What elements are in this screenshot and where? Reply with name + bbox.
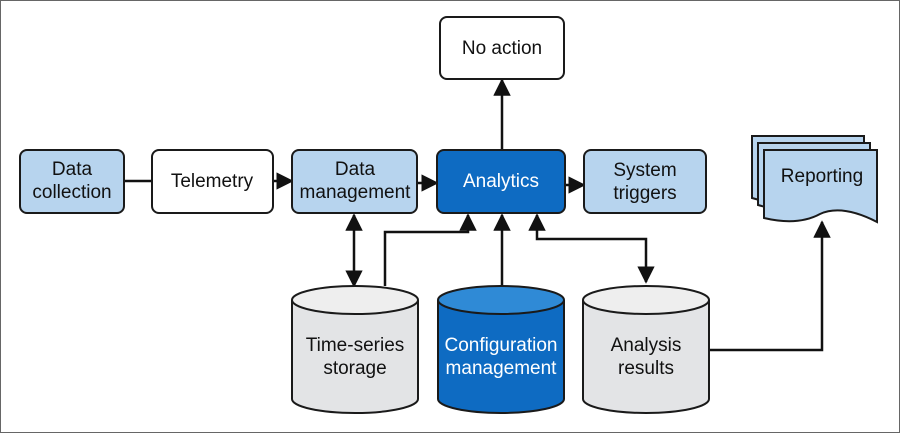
analysis-results-label-line-2: results <box>618 358 674 379</box>
analysis-results-top <box>582 285 710 315</box>
reporting-document-front <box>763 149 878 224</box>
data-collection-label-line-1: Data <box>52 159 93 180</box>
node-configuration-management: Configuration management <box>437 285 565 414</box>
no-action-box <box>439 16 565 80</box>
configuration-management-top <box>437 285 565 315</box>
data-management-label-line-2: management <box>300 182 412 203</box>
time-series-storage-top <box>291 285 419 315</box>
data-management-box <box>291 149 418 214</box>
edge-results-to-reporting <box>710 220 831 352</box>
configuration-management-label-line-2: management <box>446 358 558 379</box>
data-collection-label-line-2: collection <box>32 182 111 203</box>
configuration-management-label-line-1: Configuration <box>444 335 557 356</box>
node-reporting: Reporting <box>751 135 878 224</box>
system-triggers-box <box>583 149 707 214</box>
edge-storage-to-analytics <box>383 213 477 286</box>
node-analysis-results: Analysis results <box>582 285 710 414</box>
telemetry-box <box>151 149 274 214</box>
data-collection-box <box>19 149 125 214</box>
node-data-management: Data management <box>291 149 418 214</box>
system-triggers-label-line-2: triggers <box>613 183 676 204</box>
time-series-storage-label-line-1: Time-series <box>306 335 405 356</box>
time-series-storage-body <box>291 300 419 414</box>
node-system-triggers: System triggers <box>583 149 707 214</box>
reporting-label: Reporting <box>781 166 863 187</box>
no-action-label: No action <box>462 38 542 59</box>
system-triggers-label-line-1: System <box>613 160 676 181</box>
node-data-collection: Data collection <box>19 149 125 214</box>
analysis-results-label-line-1: Analysis <box>611 335 682 356</box>
node-telemetry: Telemetry <box>151 149 274 214</box>
data-management-label-line-1: Data <box>335 159 376 180</box>
analysis-results-body <box>582 300 710 414</box>
time-series-storage-label-line-2: storage <box>323 358 386 379</box>
node-no-action: No action <box>439 16 565 80</box>
node-time-series-storage: Time-series storage <box>291 285 419 414</box>
node-analytics: Analytics <box>436 149 566 214</box>
analytics-label: Analytics <box>463 171 539 192</box>
telemetry-label: Telemetry <box>171 171 254 192</box>
edge-analytics-analysis-results <box>528 213 655 284</box>
configuration-management-body <box>437 300 565 414</box>
analytics-box <box>436 149 566 214</box>
